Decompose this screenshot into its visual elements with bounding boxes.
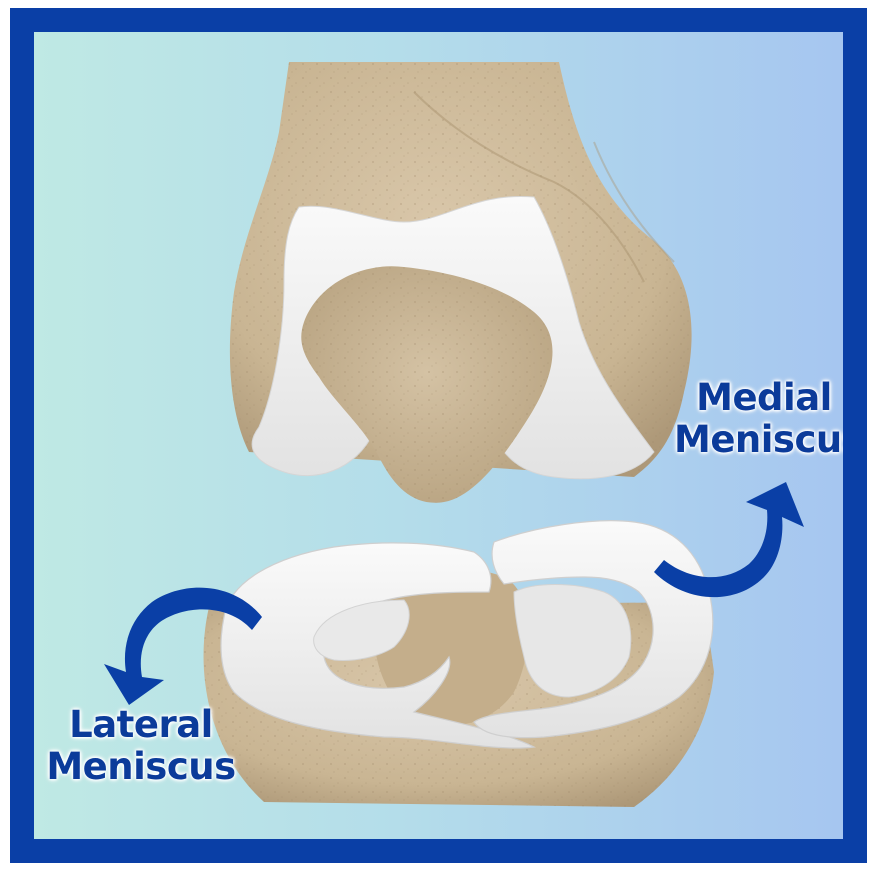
medial-meniscus-label: Medial Meniscus <box>674 377 854 461</box>
medial-label-line2: Meniscus <box>674 419 854 461</box>
lateral-label-line2: Meniscus <box>46 746 236 788</box>
lateral-meniscus-label: Lateral Meniscus <box>46 704 236 788</box>
diagram-frame: Medial Meniscus Lateral Meniscus <box>10 8 867 863</box>
medial-label-line1: Medial <box>674 377 854 419</box>
lateral-label-line1: Lateral <box>46 704 236 746</box>
